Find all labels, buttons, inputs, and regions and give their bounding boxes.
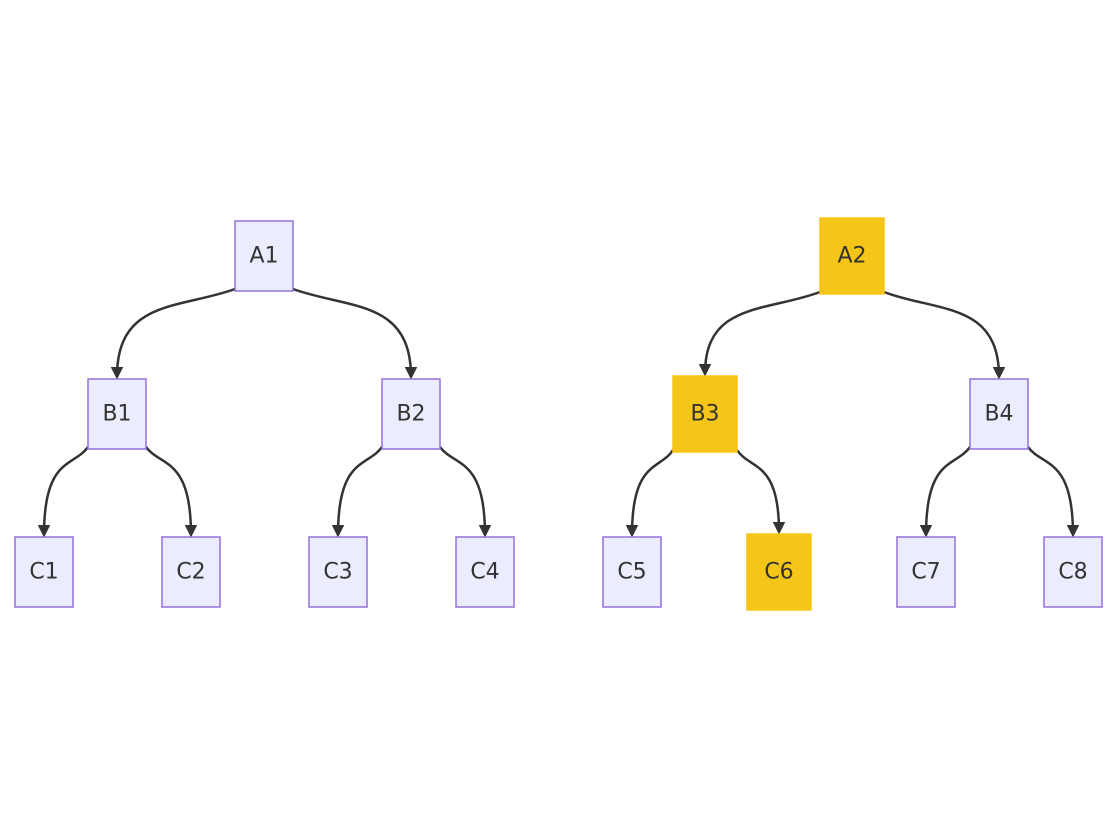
node-box bbox=[819, 217, 885, 295]
node-box bbox=[1043, 536, 1103, 608]
node-box bbox=[455, 536, 515, 608]
node-box bbox=[14, 536, 74, 608]
node-label: A2 bbox=[837, 244, 866, 269]
node-c2: C2 bbox=[161, 536, 221, 608]
edge-b2-c3 bbox=[331, 446, 384, 538]
node-a1: A1 bbox=[234, 220, 294, 292]
node-label: C4 bbox=[470, 560, 499, 585]
edge-a1-b2 bbox=[292, 287, 418, 380]
node-b4: B4 bbox=[969, 378, 1029, 450]
node-a2: A2 bbox=[819, 217, 885, 295]
edges-layer bbox=[37, 287, 1080, 538]
node-box bbox=[672, 375, 738, 453]
node-box bbox=[308, 536, 368, 608]
node-box bbox=[87, 378, 147, 450]
edge-b3-c5 bbox=[625, 449, 675, 538]
node-c1: C1 bbox=[14, 536, 74, 608]
node-label: C7 bbox=[911, 560, 940, 585]
edge-b1-c1 bbox=[37, 446, 90, 538]
node-box bbox=[602, 536, 662, 608]
edge-a1-b1 bbox=[110, 287, 236, 380]
node-c5: C5 bbox=[602, 536, 662, 608]
edge-b4-c8 bbox=[1026, 446, 1080, 538]
node-c3: C3 bbox=[308, 536, 368, 608]
node-label: B4 bbox=[984, 402, 1013, 427]
node-label: C3 bbox=[323, 560, 352, 585]
edge-b2-c4 bbox=[438, 446, 492, 538]
edge-a2-b4 bbox=[883, 290, 1006, 380]
node-label: C8 bbox=[1058, 560, 1087, 585]
edge-b1-c2 bbox=[144, 446, 198, 538]
node-box bbox=[161, 536, 221, 608]
node-box bbox=[234, 220, 294, 292]
node-label: C6 bbox=[764, 560, 793, 585]
node-b1: B1 bbox=[87, 378, 147, 450]
edge-b3-c6 bbox=[735, 449, 786, 535]
node-label: C2 bbox=[176, 560, 205, 585]
node-label: A1 bbox=[249, 244, 278, 269]
node-box bbox=[896, 536, 956, 608]
edge-a2-b3 bbox=[698, 290, 821, 377]
node-label: B3 bbox=[690, 402, 719, 427]
node-c6: C6 bbox=[746, 533, 812, 611]
node-box bbox=[746, 533, 812, 611]
node-c4: C4 bbox=[455, 536, 515, 608]
node-label: C5 bbox=[617, 560, 646, 585]
node-label: B1 bbox=[102, 402, 131, 427]
node-label: B2 bbox=[396, 402, 425, 427]
node-label: C1 bbox=[29, 560, 58, 585]
node-box bbox=[969, 378, 1029, 450]
node-b3: B3 bbox=[672, 375, 738, 453]
node-box bbox=[381, 378, 441, 450]
edge-b4-c7 bbox=[919, 446, 972, 538]
node-b2: B2 bbox=[381, 378, 441, 450]
node-c7: C7 bbox=[896, 536, 956, 608]
node-c8: C8 bbox=[1043, 536, 1103, 608]
